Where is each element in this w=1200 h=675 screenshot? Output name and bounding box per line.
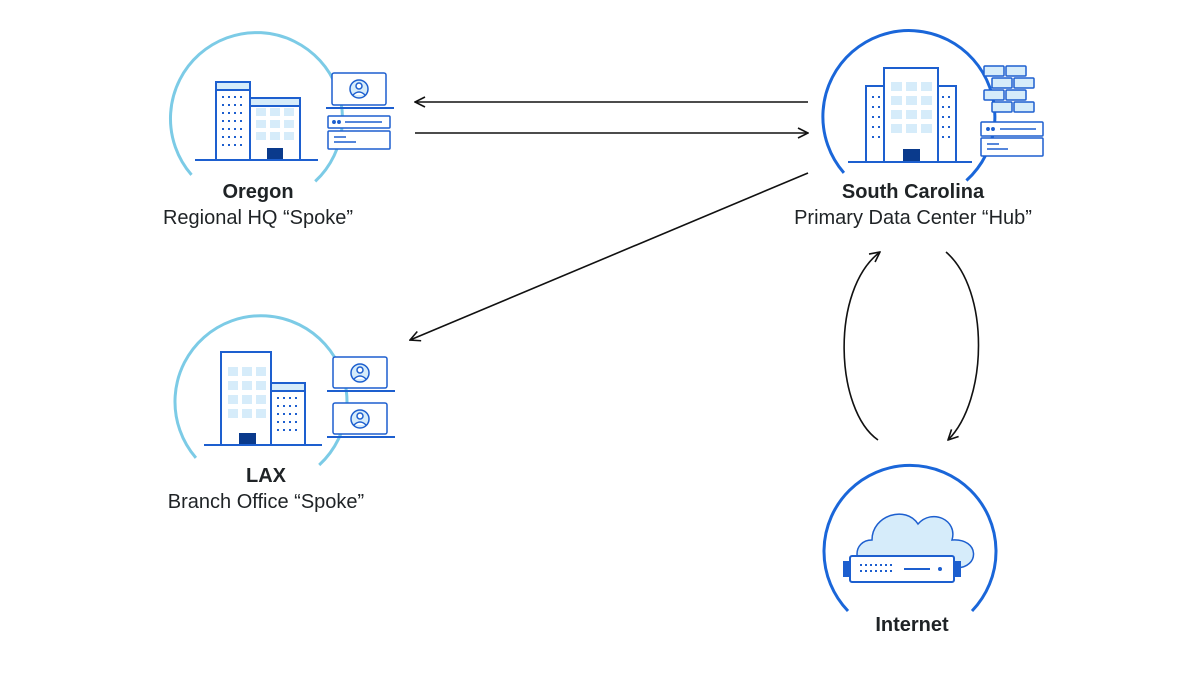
lax-label: LAX Branch Office “Spoke” (116, 463, 416, 515)
internet-server-icon (843, 555, 961, 583)
lax-laptop-icon-2 (327, 402, 395, 438)
oregon-laptop-icon (326, 72, 394, 109)
firewall-icon (983, 65, 1035, 113)
lax-subtitle: Branch Office “Spoke” (167, 491, 365, 513)
lax-name: LAX (246, 465, 286, 487)
south-carolina-label: South Carolina Primary Data Center “Hub” (733, 179, 1093, 231)
south-carolina-server-icon (980, 121, 1044, 157)
lax-laptop-icon-1 (327, 356, 395, 392)
south-carolina-building-icon (848, 67, 972, 163)
oregon-node (168, 31, 394, 183)
south-carolina-subtitle: Primary Data Center “Hub” (794, 207, 1032, 229)
oregon-subtitle: Regional HQ “Spoke” (162, 207, 354, 229)
arrow-internet-to-south-carolina (843, 252, 880, 441)
oregon-building-icon (195, 81, 318, 161)
lax-building-icon (204, 351, 322, 446)
south-carolina-name: South Carolina (841, 181, 985, 203)
internet-name: Internet (875, 614, 949, 636)
internet-ring (822, 463, 998, 613)
cloud-icon (856, 513, 975, 569)
connections (410, 102, 980, 441)
oregon-server-icon (327, 115, 391, 150)
arrow-south-carolina-to-lax (410, 172, 809, 340)
oregon-name: Oregon (222, 181, 294, 203)
internet-node (822, 463, 998, 613)
oregon-label: Oregon Regional HQ “Spoke” (108, 179, 408, 231)
internet-label: Internet (812, 612, 1012, 638)
arrow-south-carolina-to-internet (945, 251, 980, 440)
lax-node (173, 314, 395, 467)
south-carolina-node (821, 29, 1044, 182)
